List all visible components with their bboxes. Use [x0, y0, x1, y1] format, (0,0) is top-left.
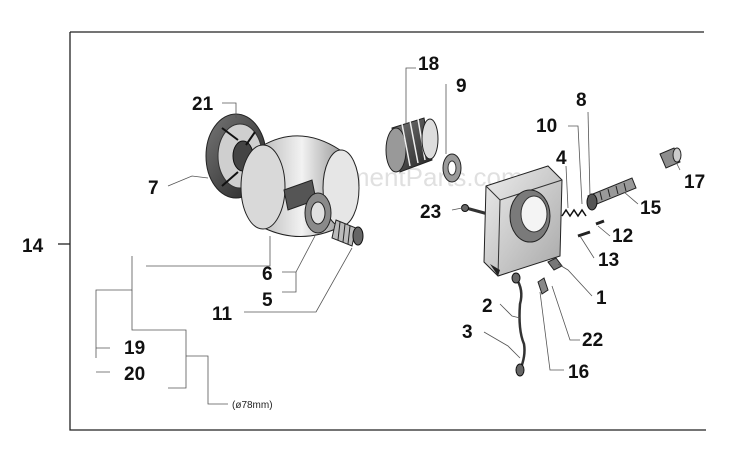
part-label-2: 2	[482, 296, 493, 317]
part-label-10: 10	[536, 116, 557, 137]
needle-bearing-part-11-icon	[331, 219, 364, 247]
pump-assembly	[385, 117, 682, 377]
part-label-13: 13	[598, 250, 619, 271]
clutch-assembly	[205, 113, 364, 247]
worm-gear-part-18-icon	[385, 117, 439, 173]
part-label-3: 3	[462, 322, 473, 343]
clutch-drum-part-6-icon	[240, 135, 360, 237]
part-label-12: 12	[612, 226, 633, 247]
part-label-19: 19	[124, 338, 145, 359]
part-label-4: 4	[556, 148, 567, 169]
part-label-17: 17	[684, 172, 705, 193]
pin-part-12-icon	[577, 219, 605, 238]
part-label-5: 5	[262, 290, 273, 311]
rim-sprocket-part-5-icon	[304, 192, 332, 234]
part-label-7: 7	[148, 178, 159, 199]
leader-lines	[95, 67, 681, 405]
group-label-14: 14	[22, 236, 44, 257]
spring-part-4-icon	[561, 208, 587, 218]
part-label-23: 23	[420, 202, 441, 223]
pump-housing-icon	[483, 165, 563, 277]
adjuster-part-15-icon	[586, 177, 637, 211]
part-label-18: 18	[418, 54, 439, 75]
part-label-20: 20	[124, 364, 145, 385]
part-labels: 14 21 7 6 5 11 19 20 (ø78mm) 18 9 23 10 …	[22, 54, 705, 411]
assembly-frame	[58, 31, 706, 431]
part-label-6: 6	[262, 264, 273, 285]
part-label-16: 16	[568, 362, 589, 383]
cap-part-17-icon	[659, 147, 682, 169]
washer-part-9-icon	[442, 153, 462, 183]
nut-part-1-icon	[537, 257, 563, 295]
part-label-9: 9	[456, 76, 467, 97]
part-label-21: 21	[192, 94, 214, 115]
part-label-11: 11	[212, 304, 233, 325]
part-label-8: 8	[576, 90, 587, 111]
part-label-15: 15	[640, 198, 662, 219]
screw-part-23-icon	[461, 204, 489, 216]
size-note: (ø78mm)	[232, 400, 273, 411]
part-label-22: 22	[582, 330, 603, 351]
oil-hose-part-2-icon	[511, 272, 526, 377]
part-label-1: 1	[596, 288, 607, 309]
